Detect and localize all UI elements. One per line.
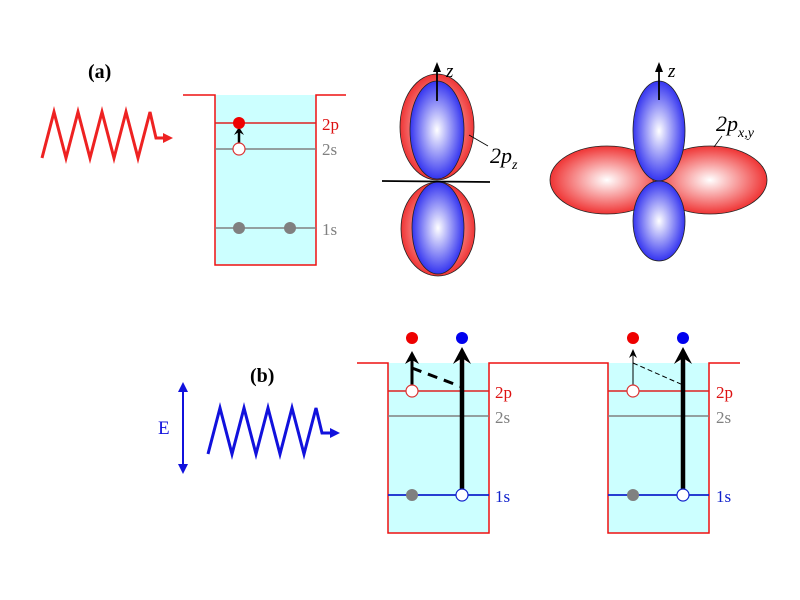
- level-label-1s: 1s: [322, 220, 337, 239]
- electron-2p: [233, 117, 245, 129]
- field-polarization-arrow: [178, 382, 188, 474]
- emitted-electron-red: [406, 332, 418, 344]
- nodal-plane-line: [381, 180, 491, 183]
- orbital-2pz-label: 2pz: [490, 143, 518, 173]
- emitted-electron-blue: [677, 332, 689, 344]
- orbital-2pxy: [549, 62, 768, 262]
- panel-a-label: (a): [88, 61, 111, 83]
- level-label-2s: 2s: [716, 408, 731, 427]
- potential-well-b2: [608, 363, 709, 533]
- electron-1s: [233, 222, 245, 234]
- well-border: [357, 362, 740, 534]
- hole-1s: [676, 488, 690, 502]
- photon-wave-b: [206, 402, 340, 460]
- photon-wave-a: [40, 106, 173, 164]
- panel-b-label: (b): [250, 365, 274, 387]
- emitted-electron-red: [627, 332, 639, 344]
- level-label-2p: 2p: [716, 383, 733, 402]
- z-axis-label: z: [667, 61, 676, 82]
- level-label-1s: 1s: [716, 487, 731, 506]
- level-label-2s: 2s: [322, 140, 337, 159]
- hole-2p: [405, 384, 419, 398]
- level-label-1s: 1s: [495, 487, 510, 506]
- electron-1s: [406, 489, 418, 501]
- potential-well-a: [183, 94, 346, 266]
- orbital-2pxy-label: 2px,y: [716, 111, 755, 141]
- level-label-2p: 2p: [495, 383, 512, 402]
- electron-1s: [284, 222, 296, 234]
- hole-2p: [626, 384, 640, 398]
- hole-1s: [455, 488, 469, 502]
- level-label-2s: 2s: [495, 408, 510, 427]
- auger-dashed-link: [411, 366, 463, 389]
- field-label: E: [158, 418, 170, 439]
- hole-2s: [232, 142, 246, 156]
- z-axis-label: z: [445, 61, 454, 82]
- electron-1s: [627, 489, 639, 501]
- emitted-electron-blue: [456, 332, 468, 344]
- potential-well-b1: [388, 363, 489, 533]
- level-label-2p: 2p: [322, 115, 339, 134]
- auger-dashed-link: [632, 362, 684, 386]
- orbital-2pz: [381, 62, 491, 277]
